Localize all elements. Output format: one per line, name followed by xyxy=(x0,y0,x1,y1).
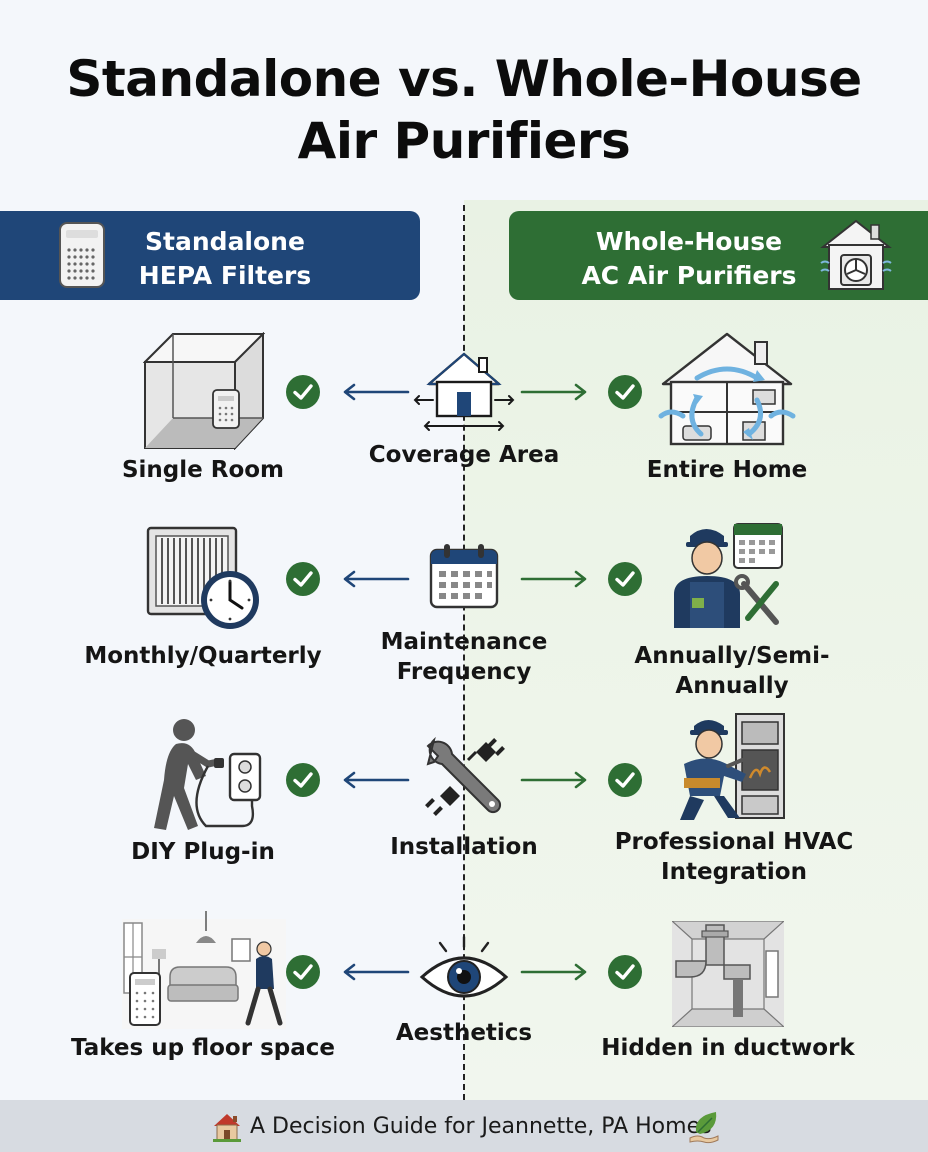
left-arrow-icon xyxy=(343,963,410,981)
technician-icon xyxy=(674,523,783,628)
ductwork-icon xyxy=(672,921,784,1027)
center-divider xyxy=(463,205,465,1100)
comparison-row-maintenance: Monthly/Quarterly Maintenance Frequency … xyxy=(0,520,928,699)
installation-label: Installation xyxy=(390,834,538,860)
comparison-row-coverage: Single Room Coverage Area Entire Home xyxy=(0,330,928,490)
hvac-technician-icon xyxy=(680,713,785,820)
whole-house-coverage-label: Entire Home xyxy=(646,457,808,483)
check-icon xyxy=(608,763,642,797)
leaf-icon xyxy=(689,1112,719,1144)
title-line-2: Air Purifiers xyxy=(297,112,631,170)
right-arrow-icon xyxy=(520,771,587,789)
comparison-row-aesthetics: Takes up floor space Aesthetics Hidden i… xyxy=(0,905,928,1085)
standalone-header: Standalone HEPA Filters xyxy=(0,211,420,300)
standalone-aesthetics-label: Takes up floor space xyxy=(71,1035,335,1061)
whole-house-header: Whole-House AC Air Purifiers xyxy=(509,211,928,300)
left-arrow-icon xyxy=(343,771,410,789)
person-plugging-icon xyxy=(154,719,262,830)
standalone-installation-label: DIY Plug-in xyxy=(131,839,275,865)
room-cube-icon xyxy=(143,332,265,450)
aesthetics-label: Aesthetics xyxy=(395,1020,533,1046)
right-arrow-icon xyxy=(520,963,587,981)
standalone-header-label: Standalone HEPA Filters xyxy=(138,227,312,290)
house-ac-unit-icon xyxy=(820,219,892,290)
page-title: Standalone vs. Whole-House Air Purifiers xyxy=(0,48,928,172)
plug-wrench-icon xyxy=(425,736,505,816)
left-arrow-icon xyxy=(343,570,410,588)
footer-bar: A Decision Guide for Jeannette, PA Homes xyxy=(0,1100,928,1152)
standalone-coverage-label: Single Room xyxy=(121,457,285,483)
air-purifier-icon xyxy=(59,222,105,288)
house-coverage-icon xyxy=(413,352,515,431)
calendar-icon xyxy=(429,544,499,609)
whole-house-installation-label: Professional HVAC Integration xyxy=(614,829,854,885)
check-icon xyxy=(286,375,320,409)
whole-house-aesthetics-label: Hidden in ductwork xyxy=(601,1035,855,1061)
whole-house-airflow-icon xyxy=(658,332,796,446)
comparison-row-installation: DIY Plug-in Installation Professional HV… xyxy=(0,710,928,890)
filter-clock-icon xyxy=(146,526,259,629)
whole-house-header-label: Whole-House AC Air Purifiers xyxy=(581,227,797,290)
right-arrow-icon xyxy=(520,570,587,588)
check-icon xyxy=(286,562,320,596)
eye-icon xyxy=(419,935,509,998)
left-arrow-icon xyxy=(343,383,410,401)
check-icon xyxy=(608,375,642,409)
check-icon xyxy=(608,955,642,989)
right-arrow-icon xyxy=(520,383,587,401)
house-icon xyxy=(213,1114,241,1142)
check-icon xyxy=(608,562,642,596)
check-icon xyxy=(286,763,320,797)
check-icon xyxy=(286,955,320,989)
standalone-maintenance-label: Monthly/Quarterly xyxy=(84,643,322,669)
whole-house-maintenance-label: Annually/Semi-Annually xyxy=(634,643,830,699)
maintenance-frequency-label: Maintenance Frequency xyxy=(380,629,548,685)
coverage-area-label: Coverage Area xyxy=(368,442,560,468)
title-line-1: Standalone vs. Whole-House xyxy=(66,50,862,108)
living-room-icon xyxy=(122,911,286,1029)
footer-text: A Decision Guide for Jeannette, PA Homes xyxy=(250,1114,712,1139)
